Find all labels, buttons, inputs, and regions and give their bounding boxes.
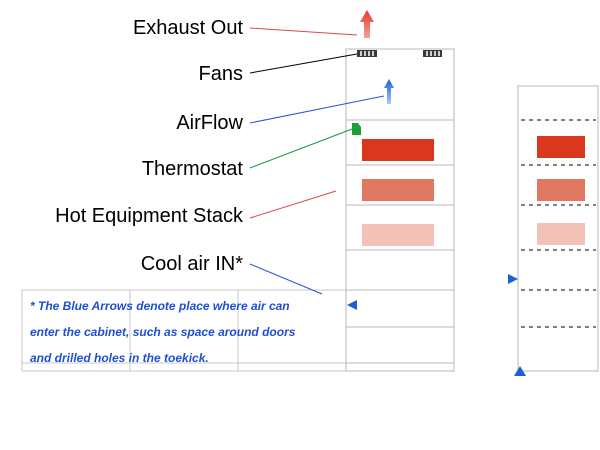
side-hot-equipment-dark [537,136,585,158]
side-view-cabinet [517,85,599,372]
footnote-line: and drilled holes in the toekick. [30,351,209,365]
fan-icon [357,50,377,57]
fans-leader-line [249,53,358,74]
blue-left-arrow-icon [347,300,357,310]
side-hot-equipment-medium [537,179,585,201]
airflow-label: AirFlow [176,112,243,134]
hot-equipment-medium [362,179,434,201]
airflow-leader-line [249,95,385,124]
blue-right-arrow-icon [508,274,518,284]
hot-equipment-stack-label: Hot Equipment Stack [55,205,243,227]
footnote-line: * The Blue Arrows denote place where air… [30,299,290,313]
thermostat-label: Thermostat [141,158,243,180]
cabinet-outline [345,48,455,372]
fan-icon [423,50,442,57]
thermostat-icon [352,123,361,135]
side-hot-equipment-light [537,223,585,245]
side-cabinet-outline [517,85,599,372]
exhaust-leader-line [249,27,358,36]
blue-up-arrow-icon [384,79,394,104]
hot-equipment-dark [362,139,434,161]
fans-label: Fans [198,63,243,85]
footnote-line: enter the cabinet, such as space around … [30,325,296,339]
thermostat-leader-line [249,128,353,169]
cool-air-in-label: Cool air IN* [140,253,243,275]
note-table-grid [21,289,346,372]
hot-stack-leader-line [249,190,337,219]
blue-arrows-footnote: * The Blue Arrows denote place where air… [30,293,330,371]
blue-up-triangle-icon [514,366,526,376]
red-up-arrow-icon [360,10,374,38]
exhaust-out-label: Exhaust Out [132,17,243,39]
hot-equipment-light [362,224,434,246]
main-cabinet [345,48,455,372]
cool-air-leader-line [249,263,323,295]
